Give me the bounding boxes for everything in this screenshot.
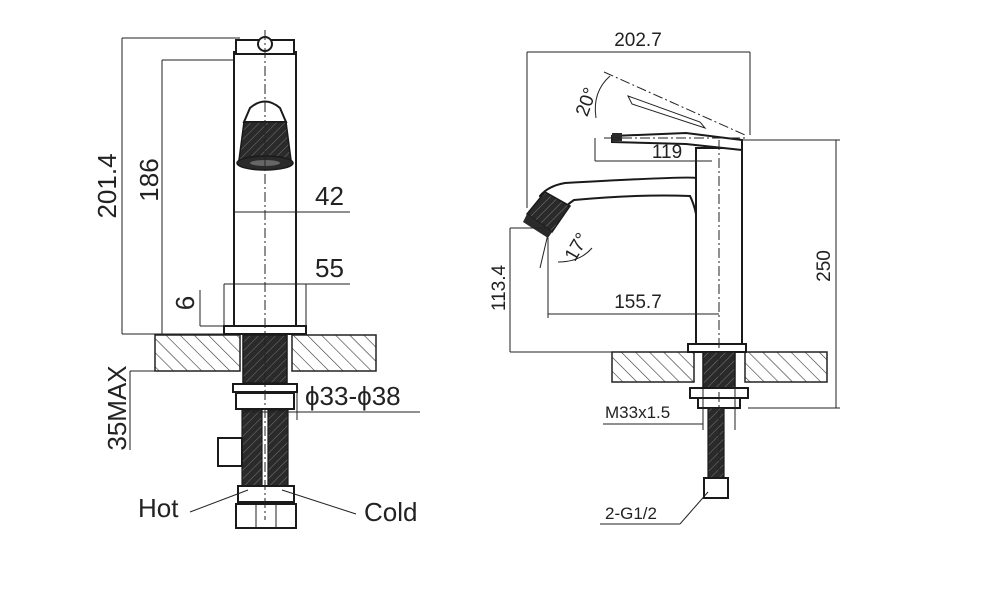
dim-body-width-label: 42 <box>315 181 344 211</box>
side-countertop <box>611 351 828 383</box>
dim-hose-label: 2-G1/2 <box>605 504 657 523</box>
front-countertop <box>154 334 377 372</box>
side-base-plate <box>687 343 747 353</box>
dim-outlet-height-label: 113.4 <box>489 265 510 312</box>
dim-total-length: 202.7 <box>526 30 751 208</box>
side-hose <box>703 407 729 499</box>
dim-handle-angle: 20° <box>572 75 611 119</box>
dim-hole-diameter: ϕ33-ϕ38 <box>243 381 420 420</box>
front-connectors <box>235 485 297 529</box>
dim-max-counter-label: 35MAX <box>102 365 132 450</box>
dim-hose-thread: 2-G1/2 <box>600 491 709 525</box>
hot-cold-labels: Hot Cold <box>138 489 417 527</box>
front-hoses <box>217 409 289 487</box>
dim-handle-length: 119 <box>594 138 712 163</box>
side-spout <box>523 176 697 238</box>
dim-outlet-height: 113.4 <box>489 227 612 353</box>
label-cold: Cold <box>364 497 417 527</box>
dim-handle-angle-label: 20° <box>572 85 602 119</box>
dim-base-width: 55 <box>223 253 350 326</box>
label-hot: Hot <box>138 493 179 523</box>
dim-thread: M33x1.5 <box>603 388 736 430</box>
dim-base-thickness-label: 6 <box>170 296 200 310</box>
dim-spout-angle-label: 17° <box>561 230 594 265</box>
dim-base-thickness: 6 <box>170 290 224 327</box>
dim-spout-height: 186 <box>134 59 234 334</box>
dim-total-height-label: 201.4 <box>92 153 122 218</box>
dim-spout-reach-label: 155.7 <box>614 292 662 313</box>
front-view: 201.4 186 42 55 6 35MAX <box>92 30 420 529</box>
dim-body-width: 42 <box>234 181 350 213</box>
dim-overall-height: 250 <box>742 139 840 409</box>
dim-spout-reach: 155.7 <box>547 238 719 318</box>
dim-spout-height-label: 186 <box>134 158 164 201</box>
dim-total-height: 201.4 <box>92 37 240 335</box>
dim-base-width-label: 55 <box>315 253 344 283</box>
dim-total-length-label: 202.7 <box>614 30 662 51</box>
dim-overall-height-label: 250 <box>814 250 835 282</box>
dim-thread-label: M33x1.5 <box>605 403 670 422</box>
dim-hole-diameter-label: ϕ33-ϕ38 <box>305 381 401 411</box>
side-view: 202.7 20° 119 17° 113.4 1 <box>489 30 840 525</box>
side-handle <box>603 71 746 152</box>
dim-handle-length-label: 119 <box>652 142 682 163</box>
dim-max-counter: 35MAX <box>102 365 155 451</box>
